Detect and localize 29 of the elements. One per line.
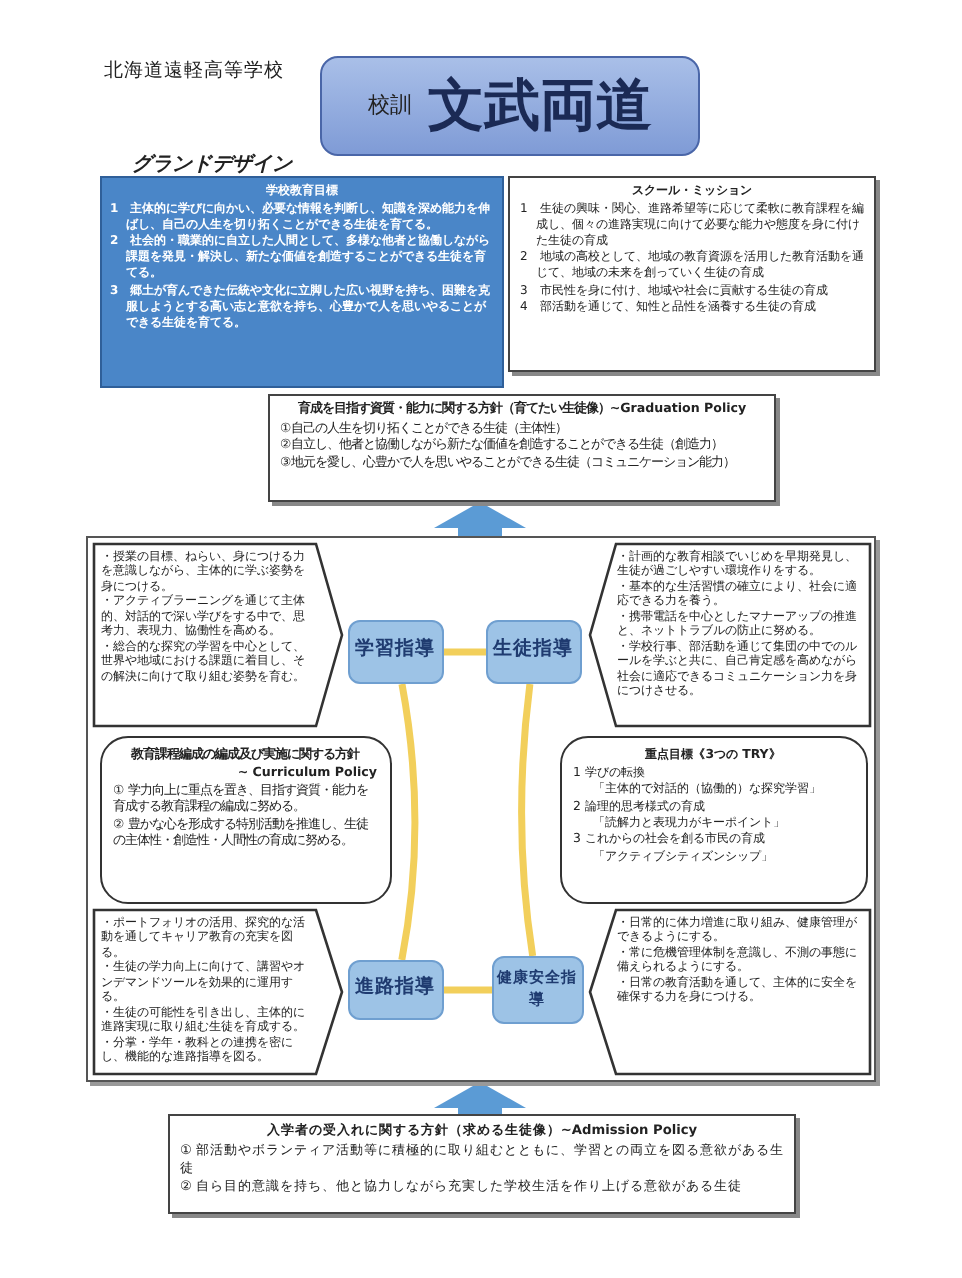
text-box <box>268 394 776 502</box>
rounded-box <box>99 735 391 903</box>
callout-box <box>587 541 871 727</box>
block-arrow <box>434 502 526 536</box>
rounded-box <box>559 735 867 903</box>
motto-text: 文武両道 <box>428 70 652 143</box>
motto-label: 校訓 <box>368 91 412 121</box>
block-arrow <box>434 1082 526 1114</box>
frame-box <box>86 536 876 1082</box>
callout-box <box>91 907 343 1075</box>
guidance-node <box>485 619 581 683</box>
node-label: 進路指導 <box>355 976 435 1002</box>
guidance-node <box>347 959 443 1019</box>
guidance-node <box>491 955 583 1023</box>
school-name: 北海道遠軽高等学校 <box>104 58 284 84</box>
motto-banner <box>320 56 700 156</box>
node-label: 生徒指導 <box>493 638 573 664</box>
callout-box <box>91 541 343 727</box>
guidance-node <box>347 619 443 683</box>
node-label: 学習指導 <box>355 638 435 664</box>
goal-panel <box>100 176 504 388</box>
title-text: グランドデザイン <box>132 151 292 178</box>
connector-line <box>398 683 419 961</box>
connector-line <box>444 986 492 994</box>
connector-line <box>518 683 537 957</box>
callout-box <box>587 907 871 1075</box>
text-box <box>168 1114 796 1214</box>
connector-line <box>444 648 486 656</box>
text-box <box>508 176 876 372</box>
